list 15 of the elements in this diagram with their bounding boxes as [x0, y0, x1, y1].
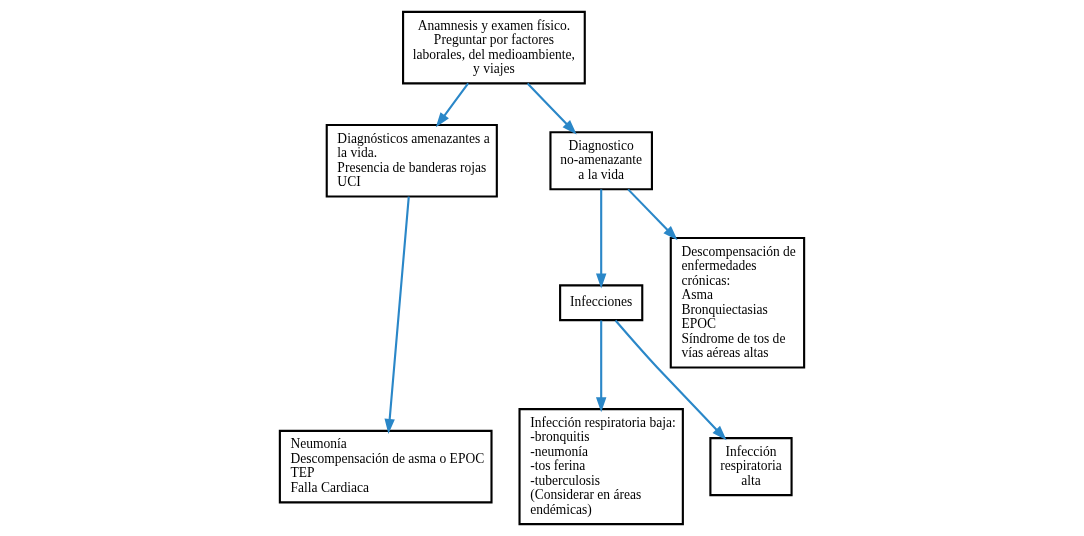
arrow [384, 196, 410, 434]
node-box: Neumonía Descompensación de asma o EPOC TEP Falla Cardiaca [278, 429, 493, 504]
arrow [435, 82, 469, 128]
node-box: Diagnósticos amenazantes a la vida. Presencia de banderas rojas UCI [325, 123, 498, 198]
node-box: Descompensación de enfermedades crónicas: Asma Bronquiectasias EPOC Síndrome de tos de vías aéreas altas [669, 236, 806, 369]
node-box: Anamnesis y examen físico. Preguntar por factores laborales, del medioambiente, y viajes [402, 10, 586, 85]
node-box: Infección respiratoria baja: -bronquitis -neumonía -tos ferina -tuberculosis (Considerar en áreas endémicas) [518, 408, 684, 526]
arrow [526, 82, 577, 135]
arrow [627, 188, 678, 241]
node-box: Infecciones [559, 284, 644, 322]
node-box: Infección respiratoria alta [709, 437, 793, 497]
arrow [595, 189, 607, 289]
node-box: Diagnostico no-amenazante a la vida [549, 131, 653, 191]
arrow [614, 319, 727, 441]
arrow [595, 320, 607, 413]
